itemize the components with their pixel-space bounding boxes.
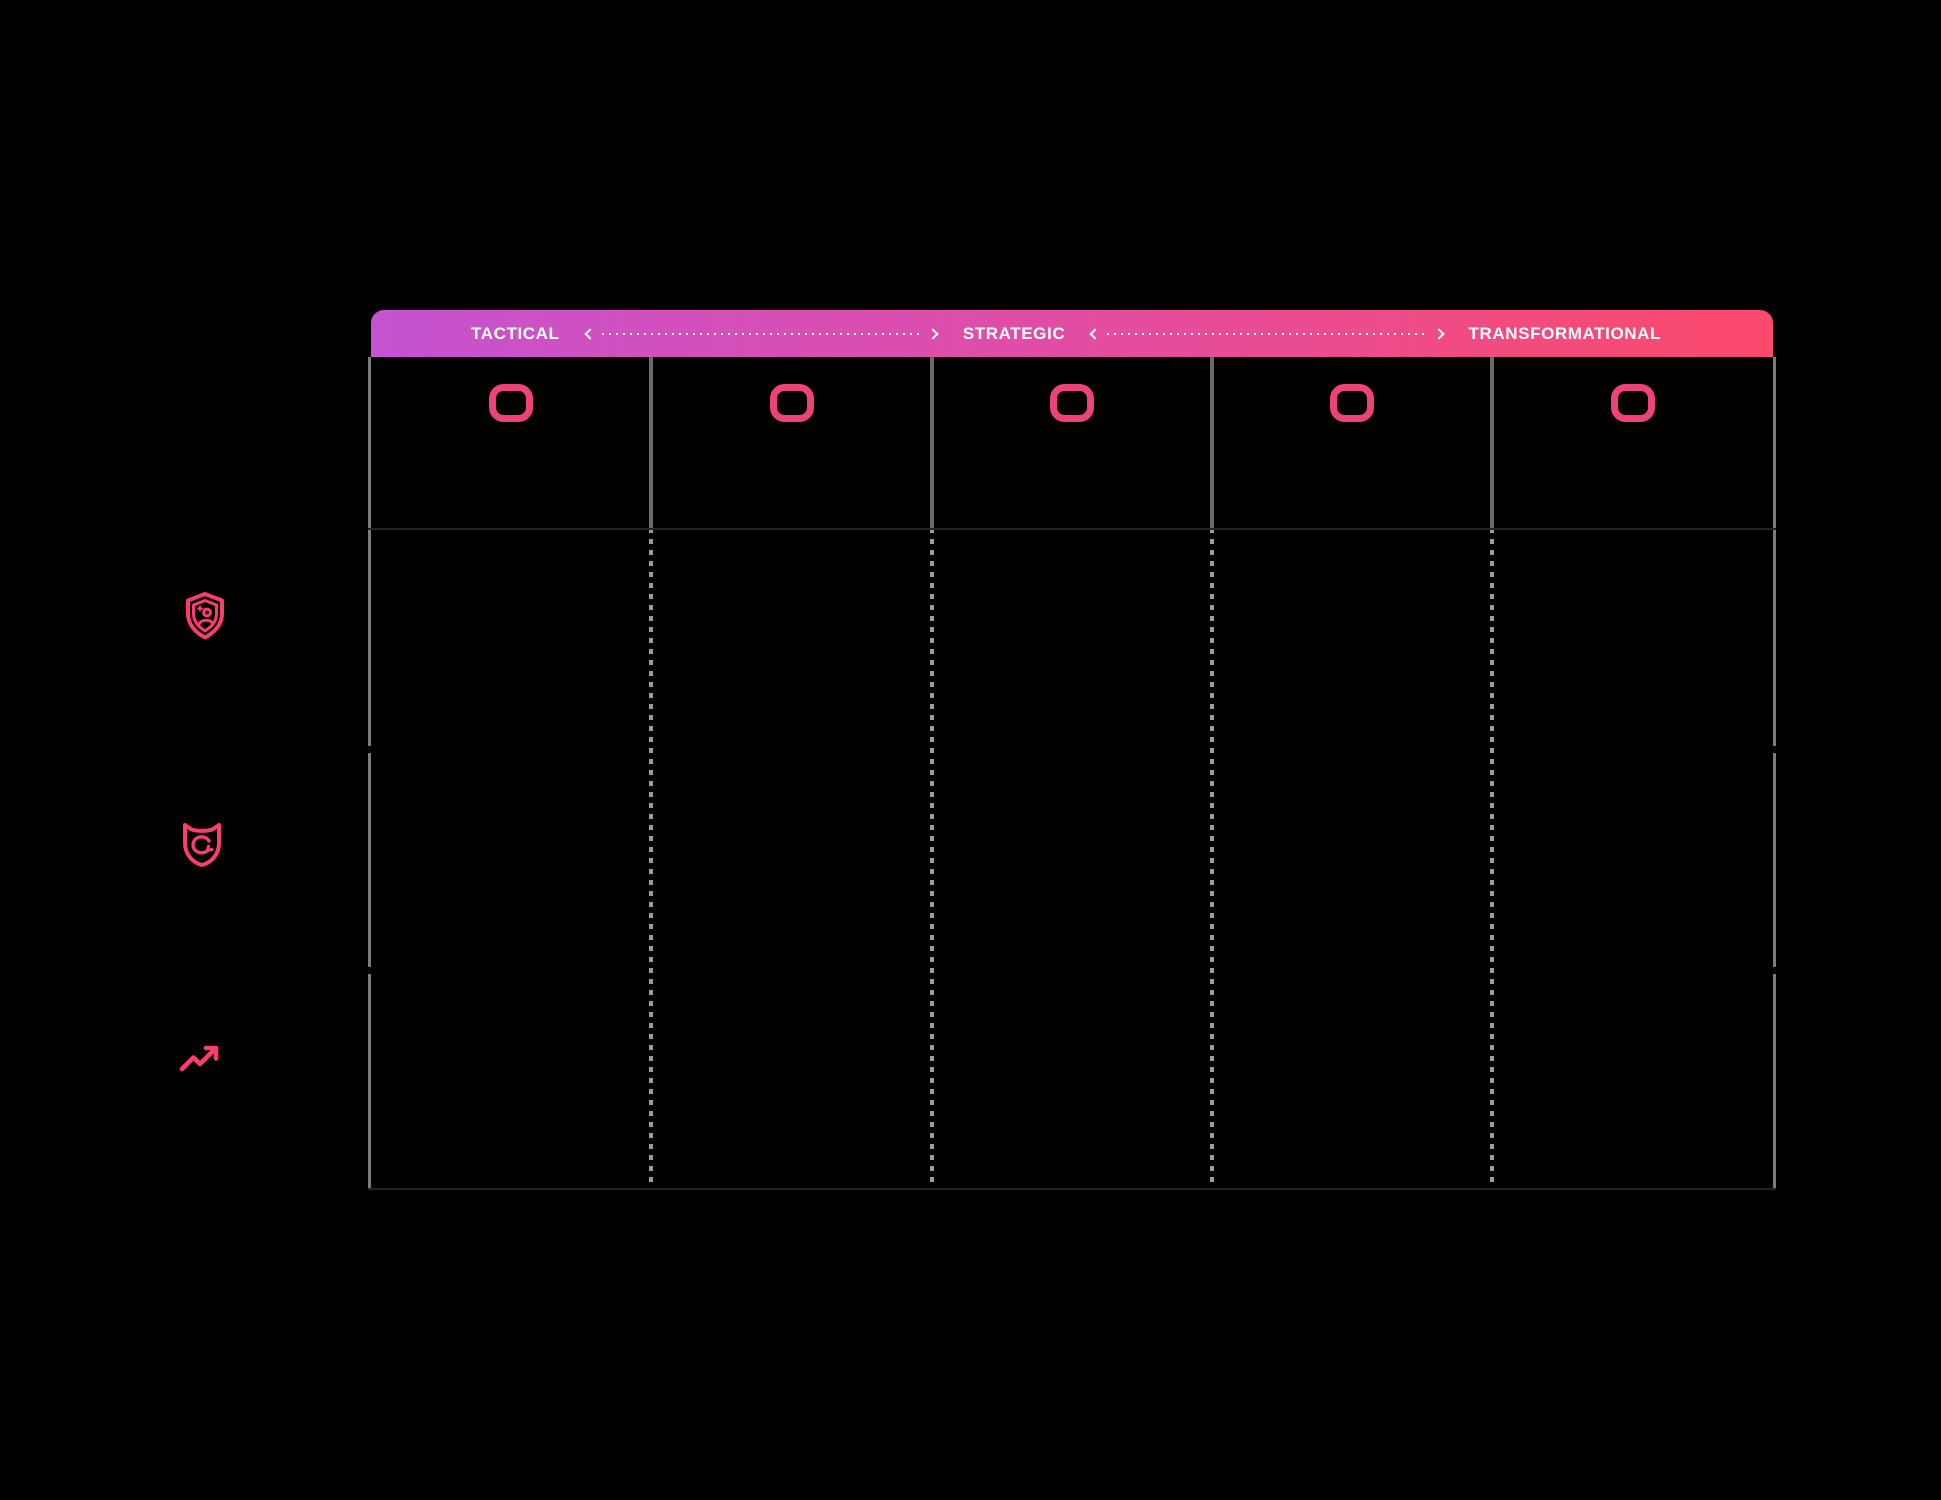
header-divider-line: [368, 528, 1776, 530]
row-divider-notch: [368, 967, 371, 974]
column-separator: [1210, 357, 1214, 528]
rounded-square-icon: [1610, 383, 1656, 423]
row-item-3: [178, 1036, 224, 1078]
row-item-1: [182, 591, 228, 641]
column-separator-dotted: [1210, 528, 1214, 1188]
rounded-square-icon: [1329, 383, 1375, 423]
shield-person-icon: [182, 591, 228, 641]
chevron-left-icon: [1089, 327, 1101, 340]
chevron-right-icon: [927, 327, 939, 340]
chevron-left-icon: [583, 327, 596, 340]
dotted-double-arrow: [583, 327, 939, 340]
dotted-double-arrow: [1089, 327, 1445, 340]
column-header-row: [371, 357, 1773, 528]
dotted-line: [1107, 332, 1427, 335]
rounded-square-icon: [1049, 383, 1095, 423]
row-divider-notch: [368, 746, 371, 753]
rounded-square-icon: [488, 383, 534, 423]
column-header-cell-1: [371, 357, 651, 528]
column-separator-dotted: [649, 528, 653, 1188]
row-divider-notch: [1773, 746, 1776, 753]
row-divider-notch: [1773, 967, 1776, 974]
column-separator-dotted: [930, 528, 934, 1188]
maturity-axis-bar: TACTICAL STRATEGIC TRANSFORMATIONAL: [371, 310, 1773, 357]
table-bottom-border: [368, 1188, 1776, 1190]
column-separator: [649, 357, 653, 528]
rounded-square-icon: [769, 383, 815, 423]
column-header-cell-4: [1212, 357, 1492, 528]
column-separator: [930, 357, 934, 528]
dotted-line: [601, 332, 921, 335]
mask-refresh-icon: [178, 818, 226, 870]
row-item-2: [178, 818, 226, 870]
axis-label-transformational: TRANSFORMATIONAL: [1468, 323, 1662, 343]
trending-up-icon: [178, 1036, 224, 1078]
column-separator-dotted: [1490, 528, 1494, 1188]
chevron-right-icon: [1432, 327, 1445, 340]
maturity-matrix-table: TACTICAL STRATEGIC TRANSFORMATIONAL: [368, 310, 1776, 1190]
column-separator: [1490, 357, 1494, 528]
axis-label-strategic: STRATEGIC: [962, 323, 1066, 343]
table-left-border: [368, 357, 371, 1190]
column-header-cell-3: [932, 357, 1212, 528]
column-header-cell-2: [651, 357, 931, 528]
column-header-cell-5: [1493, 357, 1773, 528]
table-right-border: [1773, 357, 1776, 1190]
axis-label-tactical: TACTICAL: [471, 323, 560, 343]
